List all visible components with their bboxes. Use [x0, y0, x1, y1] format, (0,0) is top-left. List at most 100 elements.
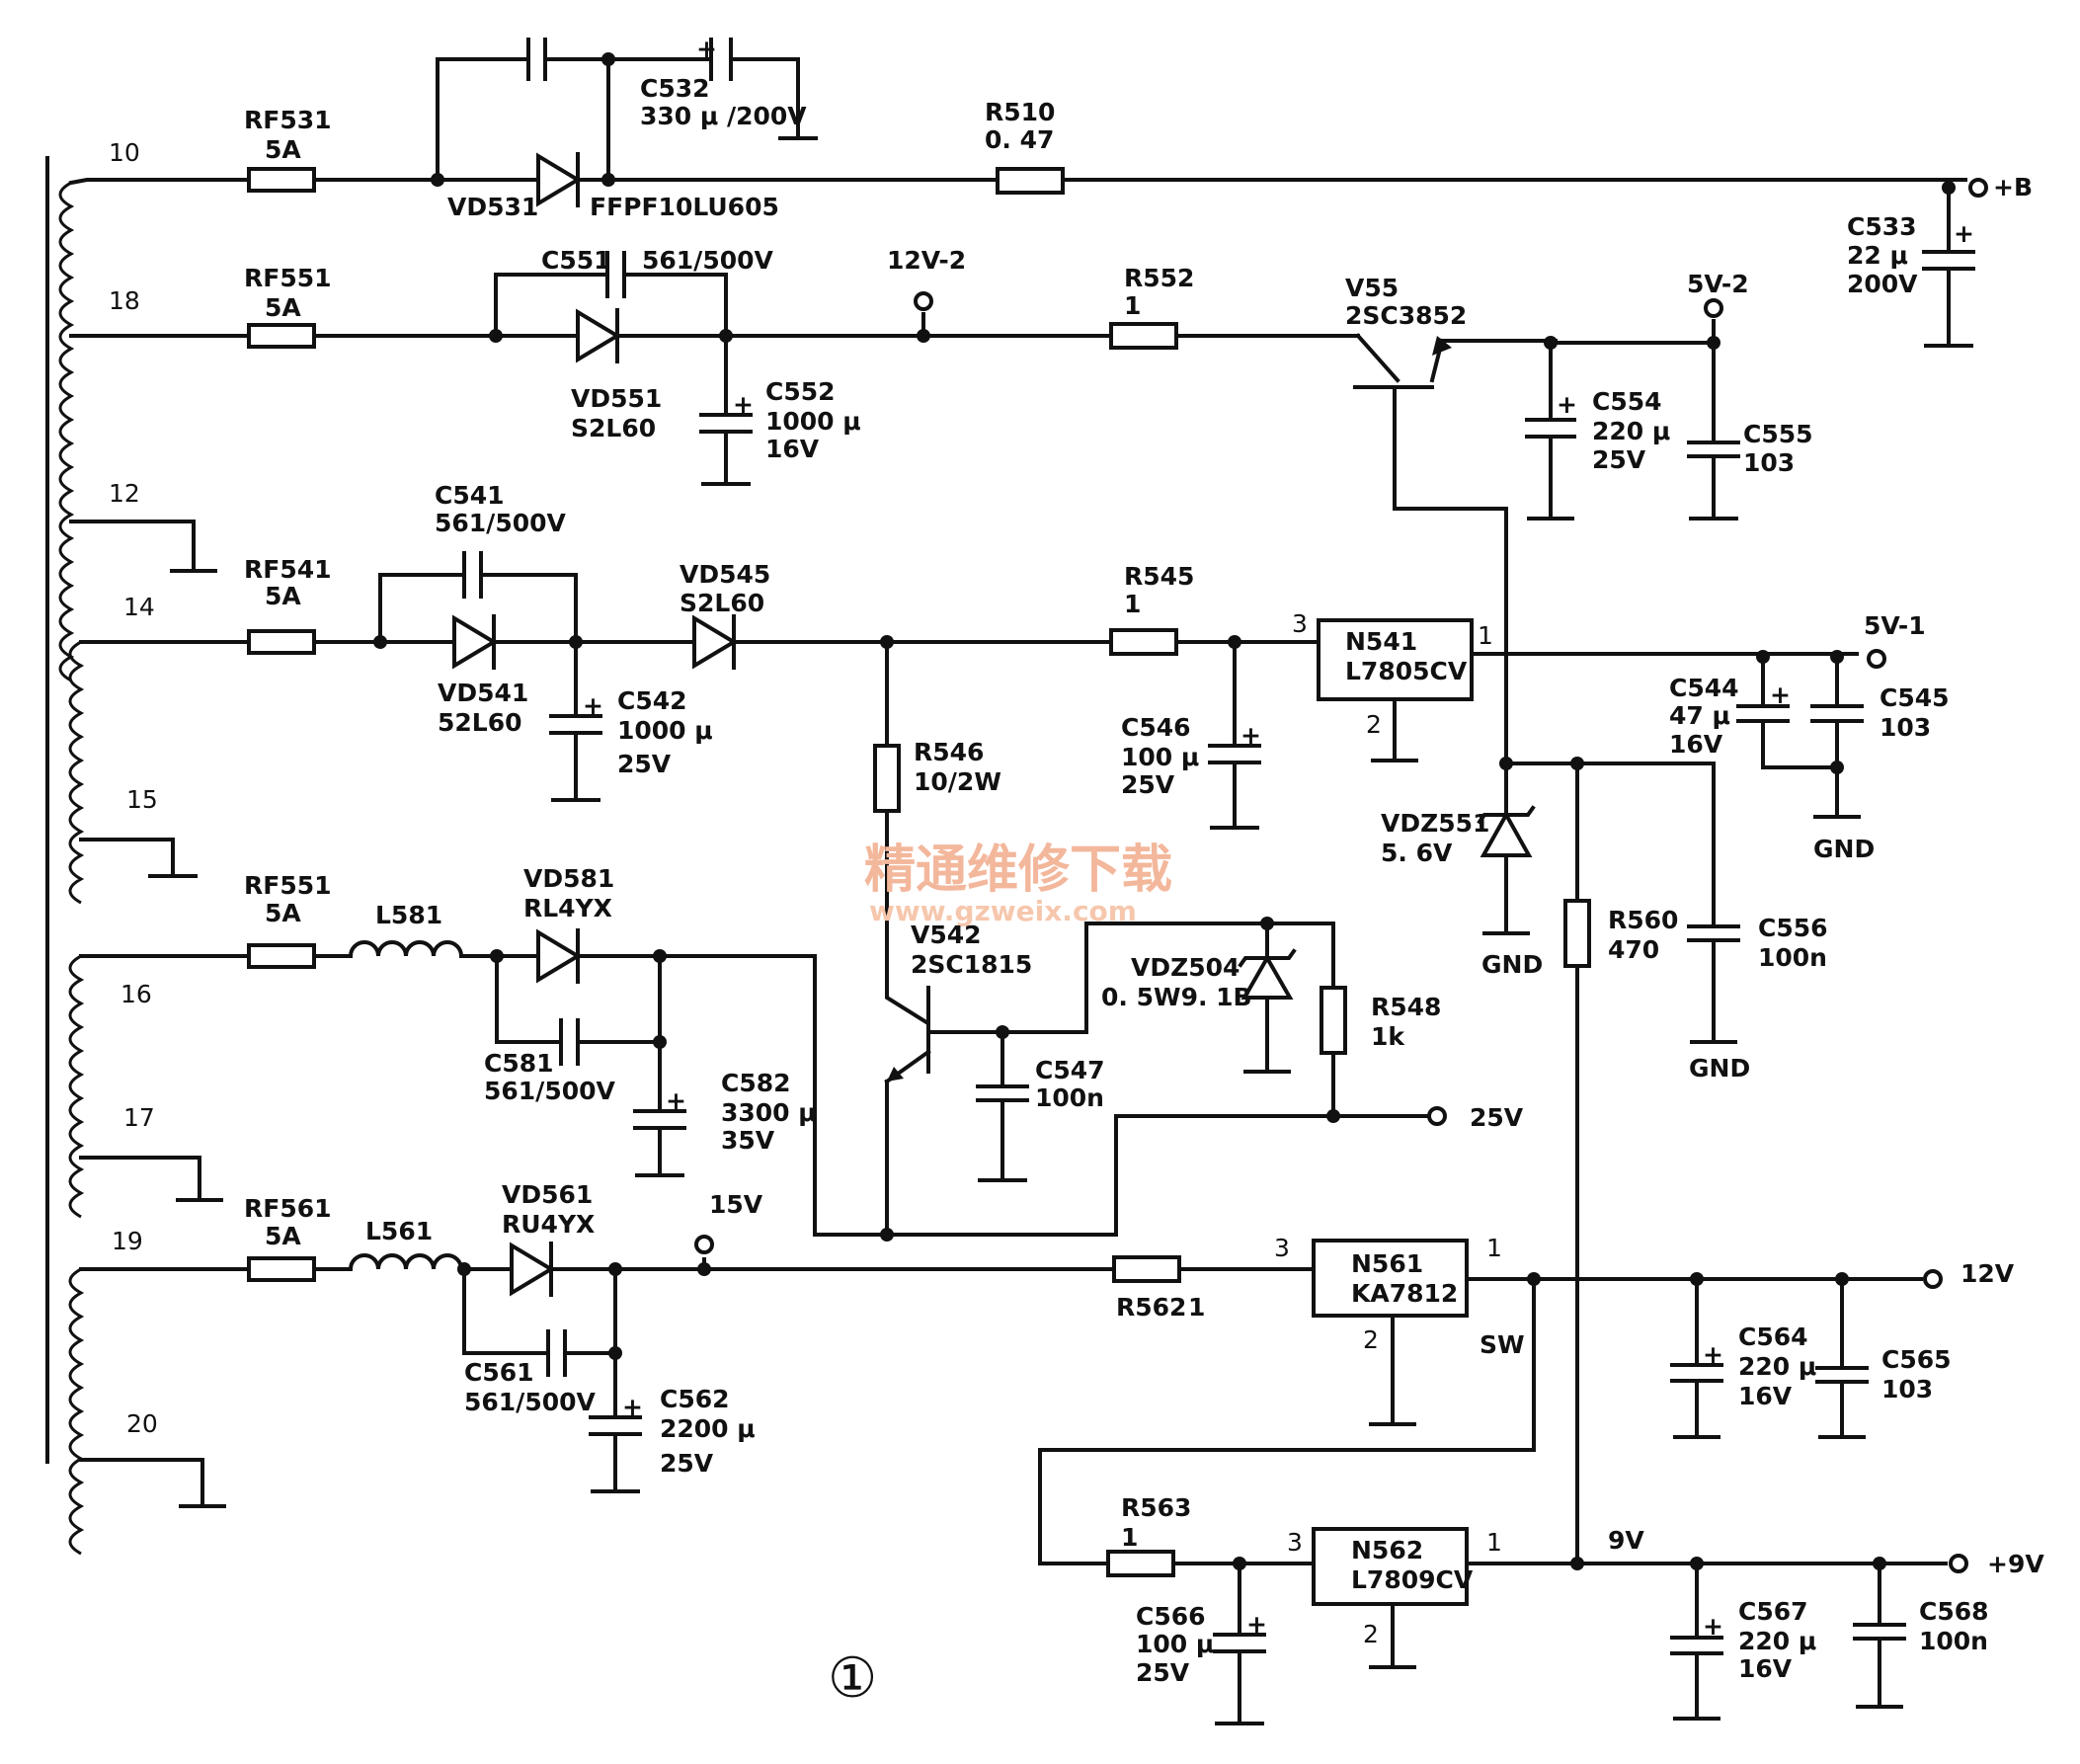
diode-vd551	[576, 308, 621, 363]
zener-vdz504	[1238, 922, 1297, 1074]
label-c551-value: 561/500V	[642, 246, 774, 275]
label-rf541-value: 5A	[265, 582, 301, 610]
label-c545-value: 103	[1880, 713, 1931, 742]
resistor-r560	[1563, 899, 1591, 968]
label-rf561-value: 5A	[265, 1222, 301, 1250]
diode-vd561	[510, 1242, 555, 1297]
label-c533-value-2: 200V	[1847, 270, 1918, 298]
label-5v-1: 5V-1	[1864, 611, 1926, 640]
label-r545-value: 1	[1124, 590, 1141, 618]
label-sw: SW	[1480, 1330, 1525, 1359]
fuse-rf541	[247, 629, 316, 655]
label-c544-value-2: 16V	[1669, 730, 1723, 759]
label-c564: C564	[1738, 1323, 1808, 1351]
label-gnd-c556: GND	[1689, 1054, 1750, 1082]
label-c554: C554	[1592, 387, 1662, 416]
label-c533-value-1: 22 μ	[1847, 241, 1908, 270]
svg-text:+: +	[583, 691, 603, 720]
label-n561: N561	[1351, 1249, 1423, 1278]
label-c566-value-2: 25V	[1136, 1658, 1190, 1687]
label-winding-10: 10	[109, 138, 140, 167]
label-plus-9v: +9V	[1987, 1550, 2044, 1578]
label-c551: C551	[541, 246, 611, 275]
label-vd531: VD531	[447, 193, 538, 221]
terminal-5v-1	[1867, 649, 1886, 669]
label-n562-pin2: 2	[1363, 1620, 1379, 1648]
label-c582: C582	[721, 1069, 791, 1097]
label-v55-value: 2SC3852	[1345, 301, 1467, 330]
label-c581-value: 561/500V	[484, 1077, 616, 1105]
polarity-marks: + + + + + + + + + + + +	[583, 35, 1974, 1641]
svg-text:+: +	[1703, 1340, 1723, 1369]
label-r560-value: 470	[1608, 935, 1659, 964]
label-winding-14: 14	[123, 593, 155, 621]
label-vd545: VD545	[680, 560, 770, 589]
watermark-url: www.gzweix.com	[869, 895, 1137, 927]
fuse-rf531	[247, 167, 316, 193]
label-15v: 15V	[709, 1190, 763, 1219]
label-c542-value-1: 1000 μ	[617, 716, 713, 745]
label-c546-value-2: 25V	[1121, 770, 1175, 799]
label-r560: R560	[1608, 906, 1678, 934]
label-5v-2: 5V-2	[1687, 270, 1749, 298]
inductor-l581	[348, 940, 464, 959]
label-c566-value-1: 100 μ	[1136, 1630, 1214, 1658]
label-vd561-value: RU4YX	[502, 1210, 595, 1239]
label-v542-value: 2SC1815	[911, 950, 1032, 979]
label-c555: C555	[1743, 420, 1813, 448]
label-n561-pin3: 3	[1274, 1234, 1290, 1262]
label-n562: N562	[1351, 1536, 1423, 1564]
terminal-plus-9v	[1949, 1554, 1968, 1573]
label-n562-value: L7809CV	[1351, 1565, 1474, 1594]
label-l561: L561	[365, 1217, 433, 1245]
label-c568-value: 100n	[1919, 1627, 1988, 1655]
winding-10-18-12	[58, 181, 75, 682]
label-vd541: VD541	[438, 679, 528, 707]
fuse-rf561	[247, 1256, 316, 1282]
label-c554-value-1: 220 μ	[1592, 417, 1670, 445]
label-25v: 25V	[1470, 1103, 1524, 1132]
svg-text:+: +	[1240, 721, 1261, 750]
label-rf551-top-value: 5A	[265, 293, 301, 322]
svg-text:+: +	[1954, 219, 1974, 248]
label-c542: C542	[617, 686, 687, 715]
label-c556-value: 100n	[1758, 943, 1827, 972]
terminal-12v	[1923, 1269, 1943, 1289]
label-winding-17: 17	[123, 1103, 155, 1132]
label-vd581-value: RL4YX	[523, 894, 612, 922]
label-r552-value: 1	[1124, 291, 1141, 320]
label-c582-value-2: 35V	[721, 1126, 775, 1155]
label-rf551-bottom-value: 5A	[265, 899, 301, 927]
svg-text:+: +	[1246, 1610, 1267, 1639]
svg-text:+: +	[733, 390, 754, 419]
label-c568: C568	[1919, 1597, 1989, 1626]
label-winding-16: 16	[120, 980, 152, 1008]
label-c544-value-1: 47 μ	[1669, 701, 1730, 730]
regulator-n541	[1317, 618, 1474, 701]
label-c567: C567	[1738, 1597, 1808, 1626]
terminal-12v-2	[914, 291, 933, 311]
label-vd551-value: S2L60	[571, 414, 656, 442]
label-c546: C546	[1121, 713, 1191, 742]
label-winding-15: 15	[126, 785, 158, 814]
inductor-l561	[348, 1253, 464, 1272]
label-c555-value: 103	[1743, 448, 1795, 477]
label-vdz551-value: 5. 6V	[1381, 839, 1453, 867]
transistor-v55	[1353, 333, 1558, 511]
label-vdz504-value: 0. 5W9. 1B	[1101, 983, 1252, 1011]
terminal-15v	[694, 1235, 714, 1254]
label-r563-value: 1	[1121, 1523, 1138, 1552]
label-c546-value-1: 100 μ	[1121, 743, 1199, 771]
label-c541-value: 561/500V	[435, 509, 567, 537]
label-l581: L581	[375, 901, 442, 929]
label-c561-value: 561/500V	[464, 1388, 597, 1416]
terminal-plus-b	[1968, 178, 1988, 198]
label-r510-value: 0. 47	[985, 125, 1054, 154]
label-r510: R510	[985, 98, 1055, 126]
label-vd545-value: S2L60	[680, 589, 764, 617]
svg-text:+: +	[1703, 1612, 1723, 1641]
label-n562-pin3: 3	[1287, 1528, 1303, 1557]
label-n541-value: L7805CV	[1345, 657, 1468, 685]
label-9v: 9V	[1608, 1526, 1644, 1555]
label-n541-pin2: 2	[1366, 710, 1382, 739]
